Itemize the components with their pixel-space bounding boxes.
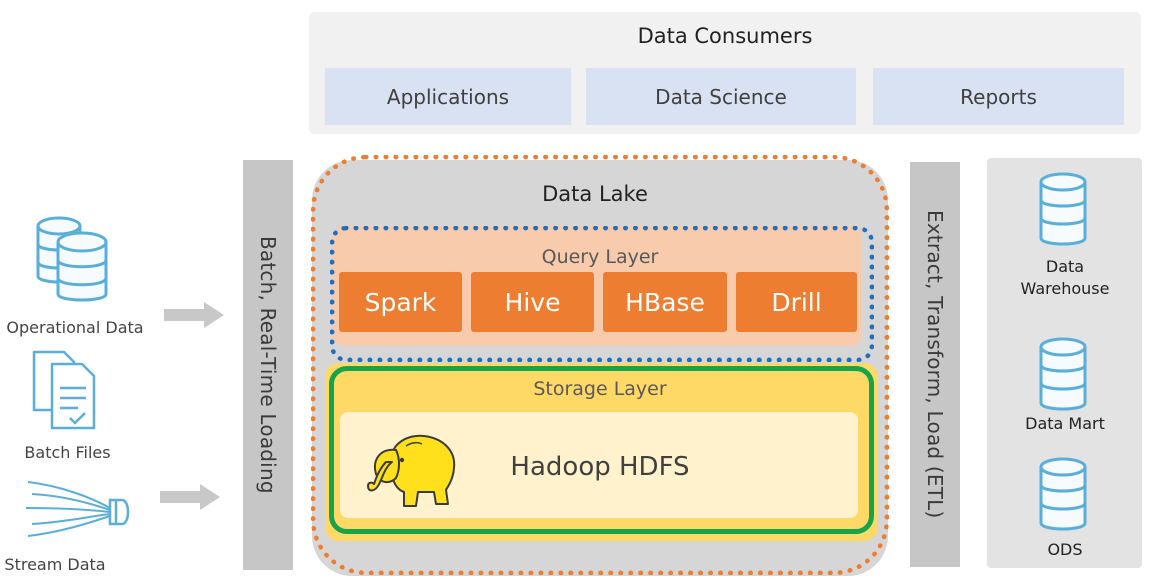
data-lake-title: Data Lake [542,182,648,206]
engine-hive: Hive [471,272,594,332]
ingest-bar-label: Batch, Real-Time Loading [256,236,280,494]
consumer-reports: Reports [873,68,1124,125]
database-stack-icon [36,216,108,302]
data-consumers-title: Data Consumers [637,24,813,48]
storage-layer-border [329,366,874,534]
source-stream-data: Stream Data [4,554,106,574]
database-icon [1039,172,1087,246]
target-data-warehouse: Data Warehouse [990,256,1140,300]
source-batch-files: Batch Files [24,442,111,462]
etl-bar: Extract, Transform, Load (ETL) [910,162,960,567]
query-layer-title: Query Layer [541,246,659,268]
target-label-line2: Warehouse [1020,279,1110,298]
target-label-line1: Data [1045,257,1085,276]
arrow-right-icon [160,484,220,510]
hadoop-elephant-logo-icon [367,434,456,507]
arrow-right-icon [164,302,224,328]
consumer-data-science: Data Science [586,68,856,125]
consumer-applications: Applications [325,68,571,125]
engine-spark: Spark [339,272,462,332]
engine-drill: Drill [736,272,857,332]
target-ods: ODS [1047,540,1083,559]
source-operational-data: Operational Data [6,317,144,337]
engine-hbase: HBase [603,272,727,332]
storage-layer-title: Storage Layer [533,378,667,400]
stream-icon [25,481,130,537]
target-data-mart: Data Mart [1025,414,1105,433]
query-layer-dotted-border [330,226,874,362]
document-files-icon [32,350,96,430]
ingest-bar: Batch, Real-Time Loading [243,160,293,570]
hdfs-label: Hadoop HDFS [510,452,690,482]
etl-bar-label: Extract, Transform, Load (ETL) [923,210,947,519]
data-lake-dotted-border [311,155,889,575]
database-icon [1039,337,1087,411]
database-icon [1039,457,1087,531]
